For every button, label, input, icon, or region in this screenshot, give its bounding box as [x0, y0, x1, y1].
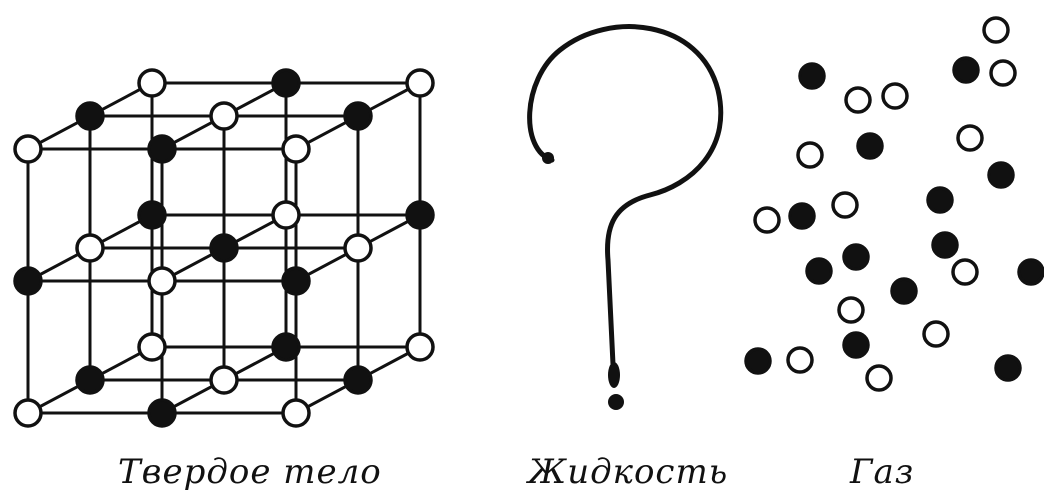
- gas-molecule-dark: [933, 233, 957, 257]
- lattice-atom-light: [211, 367, 237, 393]
- gas-molecule-light: [833, 193, 857, 217]
- gas-molecule-dark: [928, 188, 952, 212]
- lattice-atom-light: [407, 70, 433, 96]
- gas-molecule-dark: [800, 64, 824, 88]
- gas-molecule-light: [867, 366, 891, 390]
- gas-molecule-light: [984, 18, 1008, 42]
- gas-molecule-light: [839, 298, 863, 322]
- gas-molecule-light: [924, 322, 948, 346]
- gas-molecule-dark: [892, 279, 916, 303]
- lattice-atom-dark: [77, 367, 103, 393]
- lattice-atom-dark: [77, 103, 103, 129]
- lattice-atom-light: [407, 334, 433, 360]
- caption-gas: Газ: [850, 452, 914, 492]
- lattice-atom-light: [273, 202, 299, 228]
- lattice-atom-light: [77, 235, 103, 261]
- lattice-atom-dark: [407, 202, 433, 228]
- gas-molecule-light: [846, 88, 870, 112]
- lattice-atom-light: [211, 103, 237, 129]
- gas-molecules: [746, 18, 1043, 390]
- lattice-atom-dark: [283, 268, 309, 294]
- gas-molecule-light: [883, 84, 907, 108]
- gas-molecule-dark: [844, 333, 868, 357]
- gas-molecule-dark: [996, 356, 1020, 380]
- lattice-atom-dark: [345, 103, 371, 129]
- gas-molecule-dark: [954, 58, 978, 82]
- gas-molecule-dark: [858, 134, 882, 158]
- caption-liquid: Жидкость: [528, 452, 728, 492]
- lattice-atoms: [15, 70, 433, 426]
- caption-solid: Твердое тело: [118, 452, 382, 492]
- lattice-atom-dark: [149, 136, 175, 162]
- gas-molecule-dark: [844, 245, 868, 269]
- lattice-atom-dark: [273, 70, 299, 96]
- gas-molecule-light: [958, 126, 982, 150]
- question-mark-icon: [530, 27, 721, 410]
- gas-molecule-dark: [989, 163, 1013, 187]
- gas-molecule-light: [953, 260, 977, 284]
- gas-molecule-light: [991, 61, 1015, 85]
- gas-molecule-light: [755, 208, 779, 232]
- lattice-atom-light: [15, 400, 41, 426]
- gas-molecule-dark: [1019, 260, 1043, 284]
- gas-molecule-light: [798, 143, 822, 167]
- lattice-atom-light: [15, 136, 41, 162]
- lattice-atom-dark: [15, 268, 41, 294]
- gas-molecule-dark: [807, 259, 831, 283]
- lattice-atom-light: [283, 136, 309, 162]
- lattice-atom-light: [283, 400, 309, 426]
- lattice-atom-light: [139, 334, 165, 360]
- lattice-atom-dark: [149, 400, 175, 426]
- lattice-atom-light: [149, 268, 175, 294]
- gas-molecule-dark: [746, 349, 770, 373]
- gas-molecule-light: [788, 348, 812, 372]
- lattice-atom-dark: [139, 202, 165, 228]
- lattice-atom-light: [345, 235, 371, 261]
- lattice-atom-dark: [211, 235, 237, 261]
- lattice-atom-light: [139, 70, 165, 96]
- gas-molecule-dark: [790, 204, 814, 228]
- lattice-atom-dark: [273, 334, 299, 360]
- lattice-atom-dark: [345, 367, 371, 393]
